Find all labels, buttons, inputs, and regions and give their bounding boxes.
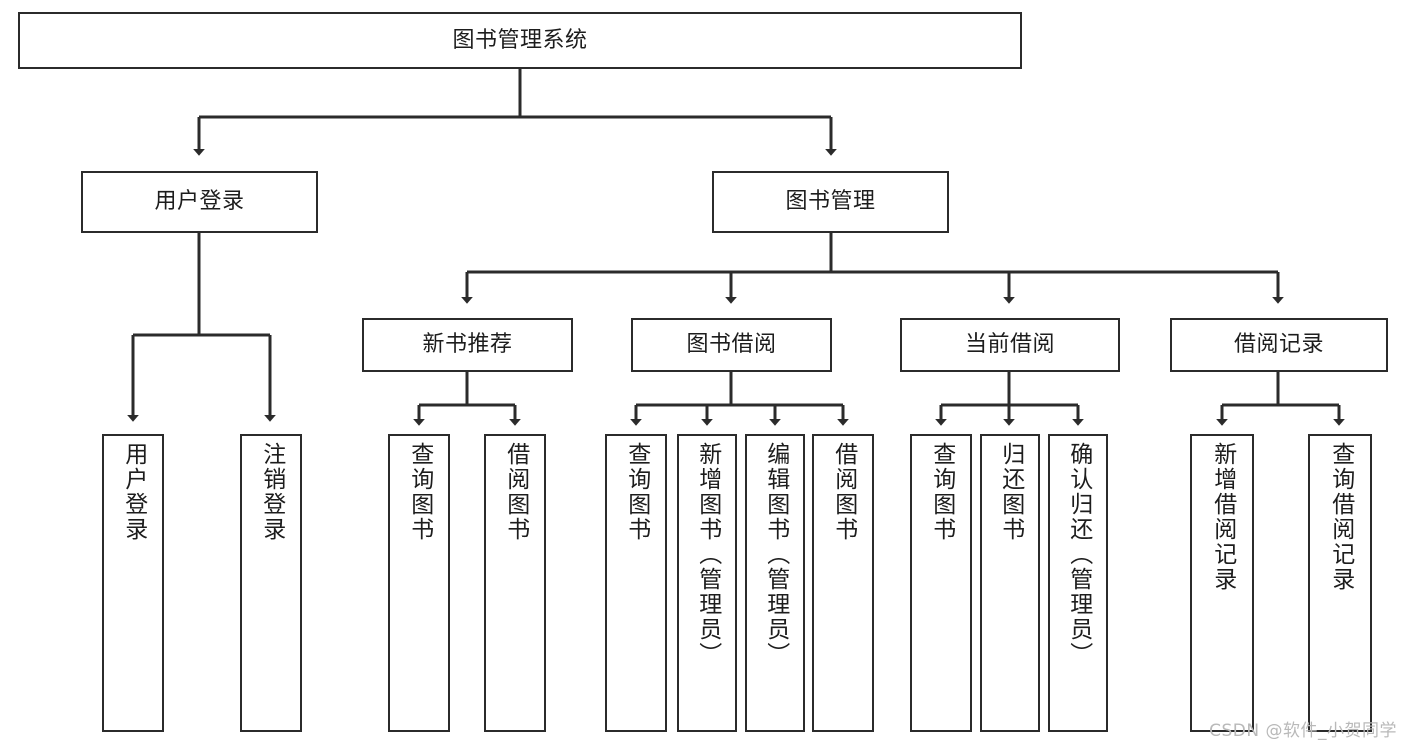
node-new-book-rec[interactable]: 新书推荐 (362, 318, 573, 372)
node-borrow-record[interactable]: 借阅记录 (1170, 318, 1388, 372)
node-root[interactable]: 图书管理系统 (18, 12, 1022, 69)
node-leaf-current-borrow-1-label: 查询图书 (928, 442, 955, 542)
node-leaf-borrow-record-1[interactable]: 新增借阅记录 (1190, 434, 1254, 732)
node-leaf-new-book-rec-2-label: 借阅图书 (502, 442, 529, 542)
node-user-login-label: 用户登录 (154, 189, 245, 215)
node-leaf-book-borrow-3[interactable]: 编辑图书（管理员） (745, 434, 805, 732)
node-current-borrow-label: 当前借阅 (964, 332, 1055, 358)
node-current-borrow[interactable]: 当前借阅 (900, 318, 1120, 372)
node-leaf-new-book-rec-2[interactable]: 借阅图书 (484, 434, 546, 732)
node-leaf-book-borrow-2[interactable]: 新增图书（管理员） (677, 434, 737, 732)
node-book-manage-label: 图书管理 (785, 189, 876, 215)
node-leaf-user-login-1-label: 用户登录 (120, 442, 147, 542)
node-leaf-book-borrow-2-label: 新增图书（管理员） (694, 442, 721, 667)
node-leaf-current-borrow-1[interactable]: 查询图书 (910, 434, 972, 732)
csdn-watermark: CSDN @软件_小贺同学 (1209, 721, 1397, 741)
node-leaf-book-borrow-4[interactable]: 借阅图书 (812, 434, 874, 732)
node-leaf-new-book-rec-1[interactable]: 查询图书 (388, 434, 450, 732)
node-book-borrow-label: 图书借阅 (686, 332, 777, 358)
node-leaf-new-book-rec-1-label: 查询图书 (406, 442, 433, 542)
node-user-login[interactable]: 用户登录 (81, 171, 318, 233)
node-book-manage[interactable]: 图书管理 (712, 171, 949, 233)
node-leaf-user-login-1[interactable]: 用户登录 (102, 434, 164, 732)
node-leaf-borrow-record-2-label: 查询借阅记录 (1327, 442, 1354, 592)
node-leaf-current-borrow-3[interactable]: 确认归还（管理员） (1048, 434, 1108, 732)
node-leaf-current-borrow-3-label: 确认归还（管理员） (1065, 442, 1092, 667)
node-leaf-book-borrow-1-label: 查询图书 (623, 442, 650, 542)
node-book-borrow[interactable]: 图书借阅 (631, 318, 832, 372)
node-root-label: 图书管理系统 (452, 27, 588, 53)
node-leaf-borrow-record-1-label: 新增借阅记录 (1209, 442, 1236, 592)
node-leaf-book-borrow-1[interactable]: 查询图书 (605, 434, 667, 732)
node-leaf-borrow-record-2[interactable]: 查询借阅记录 (1308, 434, 1372, 732)
node-new-book-rec-label: 新书推荐 (422, 332, 513, 358)
node-leaf-current-borrow-2-label: 归还图书 (997, 442, 1024, 542)
node-leaf-current-borrow-2[interactable]: 归还图书 (980, 434, 1040, 732)
node-leaf-user-login-2-label: 注销登录 (258, 442, 285, 542)
node-leaf-book-borrow-3-label: 编辑图书（管理员） (762, 442, 789, 667)
node-borrow-record-label: 借阅记录 (1233, 332, 1324, 358)
node-leaf-user-login-2[interactable]: 注销登录 (240, 434, 302, 732)
node-leaf-book-borrow-4-label: 借阅图书 (830, 442, 857, 542)
